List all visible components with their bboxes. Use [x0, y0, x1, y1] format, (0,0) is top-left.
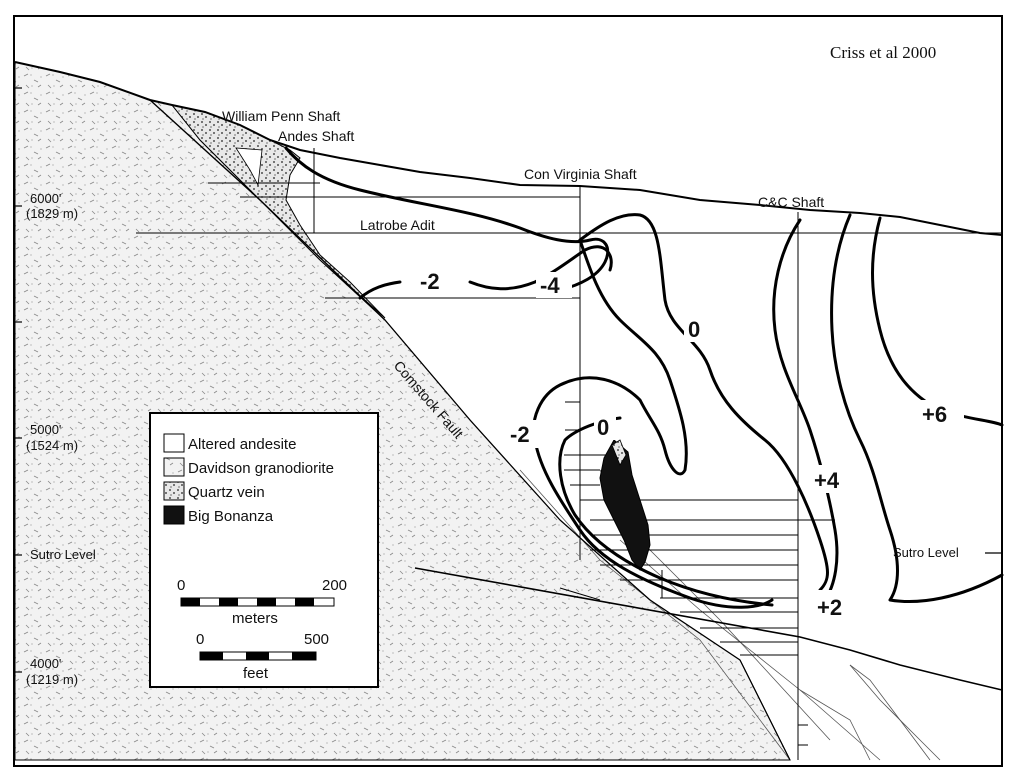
- contour-pos6: [871, 216, 1004, 427]
- con-virginia-shaft-label: Con Virginia Shaft: [524, 166, 637, 182]
- elev-4000-m: (1219 m): [26, 672, 78, 687]
- william-penn-shaft-label: William Penn Shaft: [222, 108, 340, 124]
- contour-neg2-top: [284, 146, 610, 292]
- contour-neg2-left: [358, 280, 402, 300]
- contour-zero-lower: [558, 416, 774, 607]
- scale-ft-min: 0: [196, 631, 204, 648]
- legend-label-andesite: Altered andesite: [188, 436, 296, 453]
- contour-label-pos2: +2: [817, 595, 842, 620]
- sutro-level-left: Sutro Level: [30, 547, 96, 562]
- legend-swatch-andesite: [163, 433, 185, 453]
- scale-ft-max: 500: [304, 631, 329, 648]
- legend-label-bonanza: Big Bonanza: [188, 508, 274, 525]
- fault-splay-5: [849, 664, 931, 761]
- contour-neg2-lower: [532, 238, 774, 609]
- sutro-level-line: [414, 567, 1003, 691]
- contour-labels: -2 -4 0 -2 0 +2 +4 +6: [412, 268, 964, 620]
- scale-bar-feet: [199, 651, 317, 661]
- contour-pos2: [772, 218, 839, 602]
- legend-label-quartz: Quartz vein: [188, 484, 265, 501]
- legend: Altered andesite Davidson granodiorite Q…: [149, 412, 379, 688]
- contour-label-pos4: +4: [814, 468, 840, 493]
- legend-label-granodiorite: Davidson granodiorite: [188, 460, 334, 477]
- comstock-fault-lower: [384, 319, 791, 761]
- legend-swatch-bonanza: [163, 505, 185, 525]
- scale-m-max: 200: [322, 577, 347, 594]
- legend-swatch-granodiorite: [163, 457, 185, 477]
- scale-m-unit: meters: [232, 610, 278, 627]
- elev-5000-m: (1524 m): [26, 438, 78, 453]
- legend-swatch-quartz: [163, 481, 185, 501]
- fault-splay-3: [619, 539, 881, 761]
- contour-zero-upper: [578, 213, 829, 592]
- latrobe-adit-label: Latrobe Adit: [360, 217, 435, 233]
- contour-label-neg4: -4: [540, 273, 560, 298]
- comstock-fault-upper: [149, 99, 386, 321]
- contour-neg4: [468, 245, 613, 291]
- legend-box: [149, 412, 379, 688]
- sutro-level-right: Sutro Level: [893, 545, 959, 560]
- scale-m-min: 0: [177, 577, 185, 594]
- isotope-contours: [284, 146, 1004, 609]
- elevation-ticks: [14, 87, 1002, 673]
- quartz-vein-lower: [611, 439, 627, 466]
- andes-shaft-label: Andes Shaft: [278, 128, 354, 144]
- fault-splay-6: [799, 689, 871, 761]
- contour-label-pos6: +6: [922, 402, 947, 427]
- contour-label-neg2-upper: -2: [420, 269, 440, 294]
- elev-4000-ft: 4000': [30, 656, 61, 671]
- scale-ft-unit: feet: [243, 665, 269, 682]
- elev-6000-ft: 6000': [30, 191, 61, 206]
- andesite-inclusion: [235, 147, 263, 187]
- ground-surface: [14, 61, 1003, 236]
- scale-bar-meters: [180, 597, 335, 607]
- contour-label-zero-lower: 0: [597, 415, 609, 440]
- contour-label-neg2-lower: -2: [510, 422, 530, 447]
- elev-6000-m: (1829 m): [26, 206, 78, 221]
- credit-label: Criss et al 2000: [830, 43, 936, 62]
- elev-5000-ft: 5000': [30, 422, 61, 437]
- cc-shaft-label: C&C Shaft: [758, 194, 824, 210]
- contour-label-zero-upper: 0: [688, 317, 700, 342]
- contour-pos4: [830, 213, 1004, 604]
